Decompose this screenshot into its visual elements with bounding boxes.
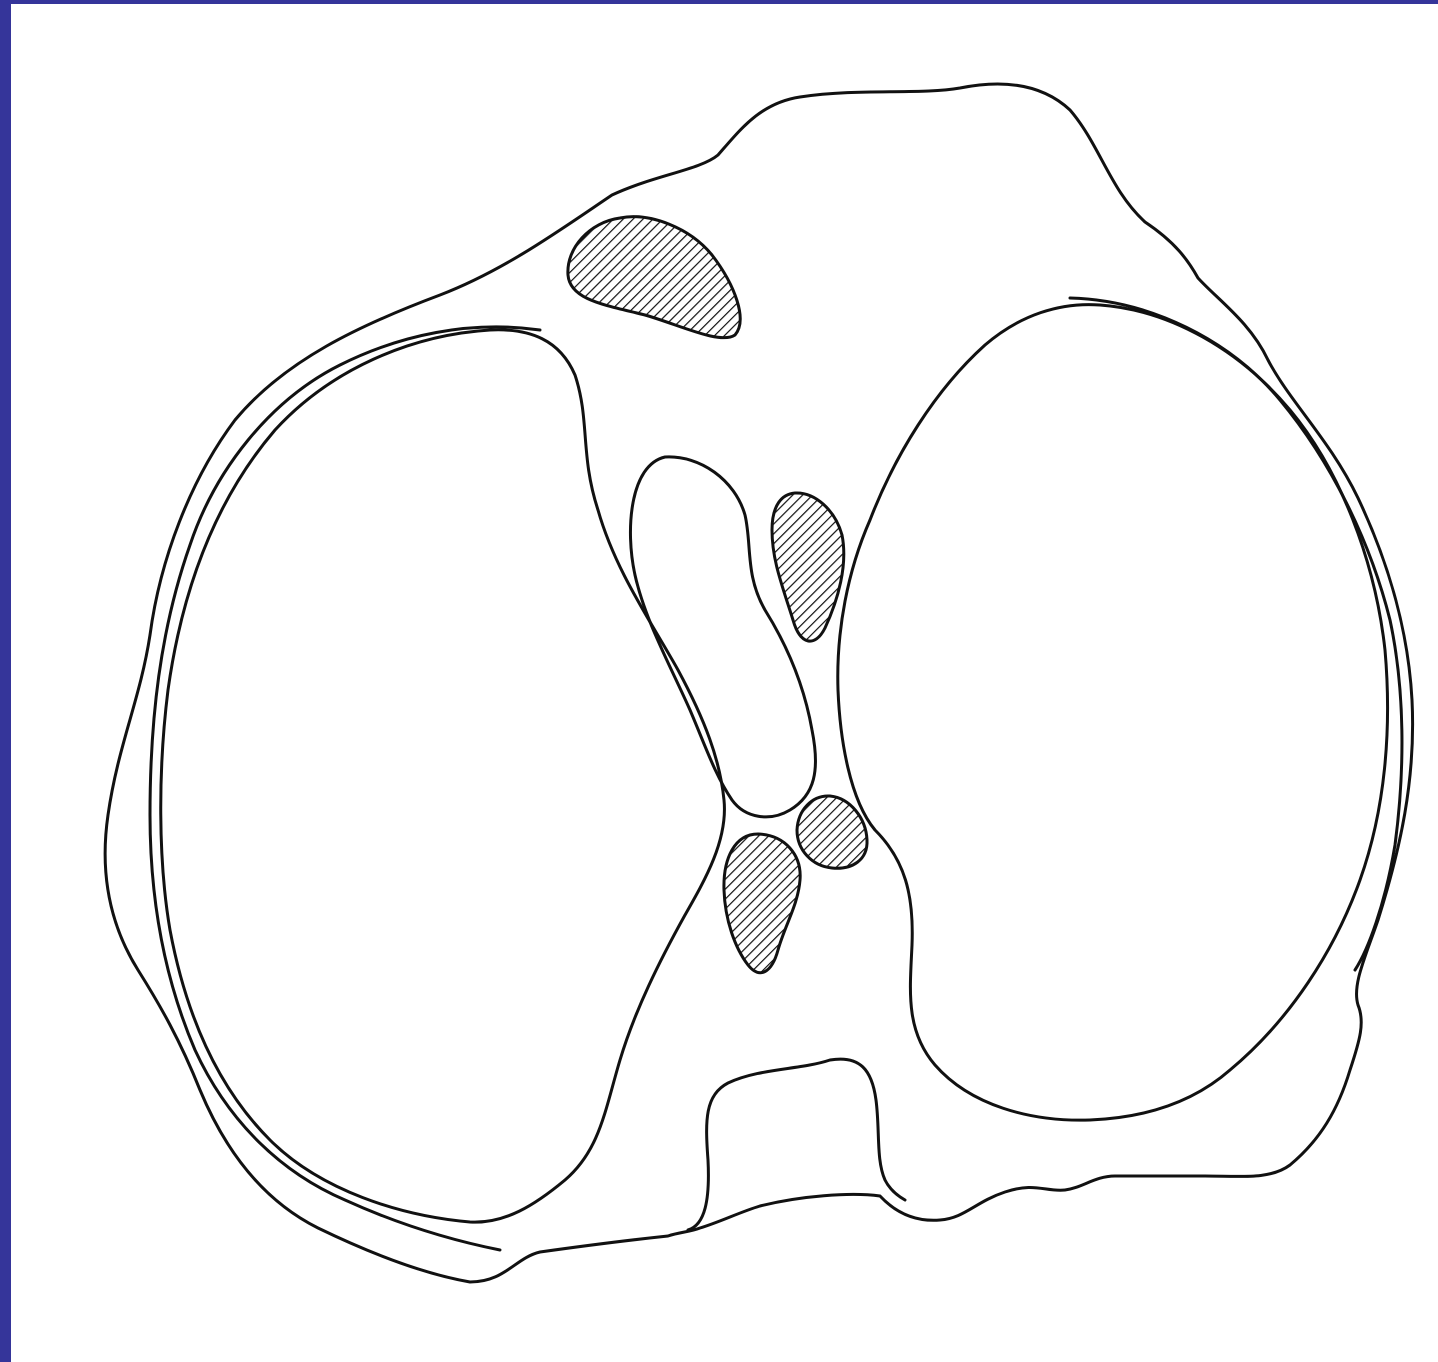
left-cavity <box>161 330 725 1222</box>
right-cavity-outer-wall <box>1070 298 1402 970</box>
lower-central-block <box>688 1059 905 1230</box>
hatched-region-top <box>568 217 740 338</box>
outer-body-contour <box>105 84 1413 1282</box>
right-cavity <box>838 305 1388 1121</box>
hatched-region-lower-left <box>724 834 800 973</box>
hatched-region-lower-right <box>797 796 867 868</box>
hatched-region-upper-right <box>772 493 844 641</box>
